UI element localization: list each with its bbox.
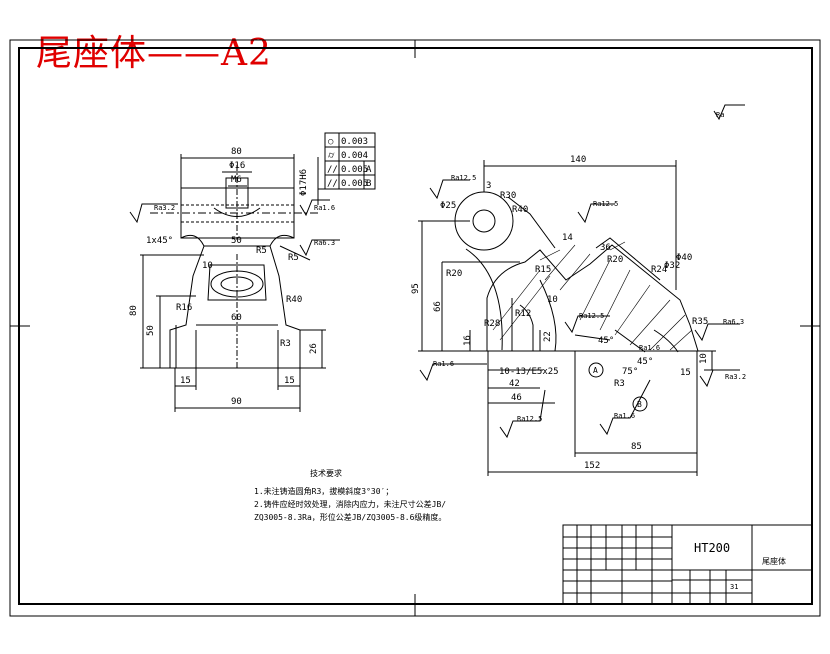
- dim-front-90: 90: [231, 397, 242, 407]
- roughness-side-4: Ra1.6: [433, 360, 454, 368]
- dim-front-26: 26: [309, 343, 319, 354]
- dim-front-15b: 15: [284, 376, 295, 386]
- dim-side-r28: R28: [484, 319, 500, 329]
- gdt-value-3: 0.005: [341, 165, 368, 175]
- dim-side-r40: R40: [512, 205, 528, 215]
- dim-front-r16: R16: [176, 303, 192, 313]
- dim-side-r24: R24: [651, 265, 667, 275]
- dim-side-phi40: Φ40: [676, 253, 692, 263]
- dim-side-66: 66: [433, 301, 443, 312]
- roughness-side-6: Ra12.5: [579, 312, 604, 320]
- dim-front-10: 10: [202, 261, 213, 271]
- dim-front-60: 60: [231, 313, 242, 323]
- roughness-front-1: Ra3.2: [154, 204, 175, 212]
- dim-front-r40: R40: [286, 295, 302, 305]
- gdt-symbol-3: //: [327, 165, 338, 175]
- dim-side-10b: 10: [699, 353, 709, 364]
- dim-side-45a: 45°: [598, 336, 614, 346]
- dim-side-36: 36: [600, 243, 611, 253]
- dim-side-46: 46: [511, 393, 522, 403]
- dim-front-bore: Φ17H6: [299, 169, 309, 196]
- notes-heading: 技术要求: [310, 468, 342, 478]
- dim-side-phi32: Φ32: [664, 261, 680, 271]
- dim-side-r12: R12: [515, 309, 531, 319]
- dim-front-h50: 50: [146, 325, 156, 336]
- dim-side-45b: 45°: [637, 357, 653, 367]
- roughness-side-5: Ra3.2: [725, 373, 746, 381]
- dim-front-r5b: R5: [288, 253, 299, 263]
- dim-front-15a: 15: [180, 376, 191, 386]
- outer-frame: [9, 39, 821, 617]
- dim-front-r3: R3: [280, 339, 291, 349]
- dim-side-phi25: Φ25: [440, 201, 456, 211]
- sheet-marker: 31: [730, 583, 738, 591]
- gdt-value-4: 0.005: [341, 179, 368, 189]
- note-line-1: 1.未注铸造圆角R3，拔模斜度3°30′；: [254, 486, 393, 496]
- dim-side-22: 22: [543, 331, 553, 342]
- dim-front-80: 80: [231, 147, 242, 157]
- roughness-side-3: Ra6.3: [723, 318, 744, 326]
- note-line-2: 2.铸件应经时效处理，消除内应力，未注尺寸公差JB/: [254, 499, 446, 509]
- dim-side-r20: R20: [607, 255, 623, 265]
- dim-side-r15: R15: [535, 265, 551, 275]
- dim-side-r35: R35: [692, 317, 708, 327]
- roughness-general-note: Ra: [716, 111, 724, 119]
- drawing-title: 尾座体——A2: [36, 33, 272, 74]
- tolerance-frame: [317, 132, 376, 205]
- dim-front-phi16: Φ16: [229, 161, 245, 171]
- dim-side-r3: R3: [614, 379, 625, 389]
- dim-side-16: 16: [463, 335, 473, 346]
- gdt-symbol-1: ○: [328, 137, 334, 147]
- side-view: [418, 104, 745, 476]
- dim-front-r5: R5: [256, 246, 267, 256]
- dim-side-140: 140: [570, 155, 586, 165]
- dim-side-holes: 10-13/E5x25: [499, 367, 559, 377]
- material-label: HT200: [694, 541, 730, 555]
- dim-front-h80: 80: [129, 305, 139, 316]
- gdt-datum-4: B: [366, 179, 371, 189]
- dim-front-chamfer: 1x45°: [146, 236, 173, 246]
- note-line-3: ZQ3005-8.3Ra，形位公差JB/ZQ3005-8.6级精度。: [254, 512, 446, 522]
- gdt-symbol-4: //: [327, 179, 338, 189]
- part-name: 尾座体: [762, 556, 786, 566]
- dim-side-75: 75°: [622, 367, 638, 377]
- dim-side-r30: R30: [500, 191, 516, 201]
- dim-front-50: 50: [231, 236, 242, 246]
- datum-a-label: A: [593, 366, 598, 375]
- roughness-side-8: Ra12.5: [517, 415, 542, 423]
- dim-side-85: 85: [631, 442, 642, 452]
- dim-side-14: 14: [562, 233, 573, 243]
- dim-side-95: 95: [411, 283, 421, 294]
- gdt-symbol-2: ⌭: [328, 151, 335, 161]
- front-view: [129, 154, 340, 412]
- dim-side-r20b: R20: [446, 269, 462, 279]
- roughness-side-2: Ra12.5: [593, 200, 618, 208]
- roughness-front-2: Ra1.6: [314, 204, 335, 212]
- datum-b-label: B: [637, 400, 642, 409]
- dim-side-10: 10: [547, 295, 558, 305]
- roughness-side-9: Ra1.6: [639, 344, 660, 352]
- dim-side-3: 3: [486, 181, 491, 191]
- dim-side-152: 152: [584, 461, 600, 471]
- dim-side-15: 15: [680, 368, 691, 378]
- dim-front-m6: M6: [231, 175, 242, 185]
- gdt-value-1: 0.003: [341, 137, 368, 147]
- roughness-side-1: Ra12.5: [451, 174, 476, 182]
- gdt-value-2: 0.004: [341, 151, 368, 161]
- dim-side-42: 42: [509, 379, 520, 389]
- roughness-front-3: Ra6.3: [314, 239, 335, 247]
- gdt-datum-3: A: [366, 165, 372, 175]
- title-block: [562, 524, 813, 605]
- roughness-side-7: Ra1.6: [614, 412, 635, 420]
